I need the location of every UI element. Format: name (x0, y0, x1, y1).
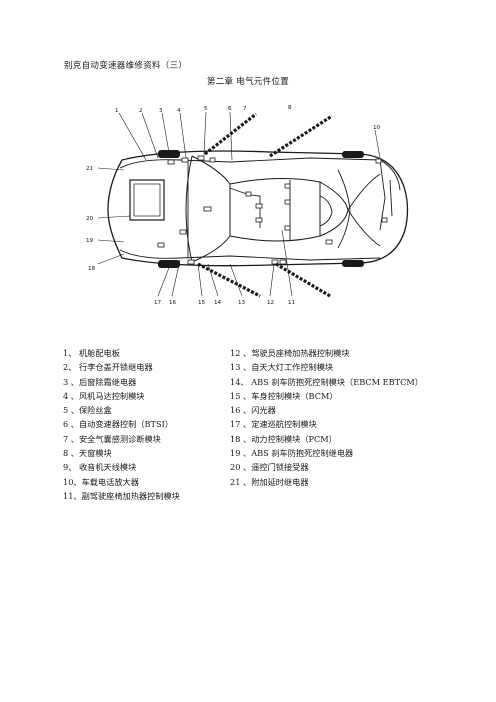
callout-2: 2 (139, 108, 143, 114)
legend-item-12: 12 、驾驶员座椅加热器控制模块 (230, 348, 350, 358)
legend-item-16: 16 、闪光器 (230, 405, 276, 416)
legend-item-11: 11、副驾驶座椅加热器控制模块 (63, 490, 180, 501)
legend-item-5: 5 、保险丝盒 (63, 405, 112, 416)
legend-item-7: 7 、安全气囊感测诊断模块 (63, 433, 161, 444)
legend-item-15: 15 、车身控制模块（BCM） (230, 390, 338, 401)
car-body-outline (107, 150, 409, 267)
legend-item-1: 1、 机舱配电板 (63, 348, 120, 358)
legend-item-20: 20 、遥控门锁接受器 (230, 462, 309, 473)
legend-item-2: 2、 行李仓盖开锁继电器 (63, 362, 153, 373)
legend-item-6: 6 、自动变速器控制（BTSI） (63, 419, 174, 430)
callout-21: 21 (86, 166, 94, 172)
callout-15: 15 (198, 300, 206, 306)
callout-18: 18 (88, 266, 96, 272)
callout-17: 17 (154, 300, 162, 306)
vehicle-component-diagram: 1 2 3 4 5 6 7 8 10 21 20 19 18 17 16 15 … (86, 105, 409, 306)
callout-12: 12 (267, 300, 274, 306)
callout-20: 20 (86, 216, 94, 222)
legend-item-10: 10、车载电话放大器 (63, 476, 139, 487)
legend-item-4: 4 、风机马达控制模块 (63, 390, 145, 401)
callout-7: 7 (243, 106, 247, 112)
callout-6: 6 (228, 106, 232, 112)
legend-item-14: 14、 ABS 刹车防抱死控制模块（EBCM EBTCM） (230, 376, 423, 387)
callout-14: 14 (214, 300, 222, 306)
callout-10: 10 (373, 125, 381, 131)
callout-8: 8 (288, 105, 292, 111)
legend-item-13: 13 、自天大灯工作控制模块 (230, 362, 334, 373)
legend-right-column: 12 、驾驶员座椅加热器控制模块 13 、自天大灯工作控制模块 14、 ABS … (230, 346, 423, 489)
engine-bay-box (129, 179, 165, 221)
legend-item-8: 8 、天窗模块 (63, 448, 112, 459)
callout-16: 16 (169, 300, 177, 306)
legend-item-19: 19 、ABS 刹车防抱死控制继电器 (230, 448, 354, 459)
legend-item-18: 18 、动力控制模块（PCM） (230, 433, 337, 444)
diagram-callouts: 1 2 3 4 5 6 7 8 10 21 20 19 18 17 16 15 … (86, 105, 381, 306)
callout-1: 1 (115, 108, 119, 114)
callout-4: 4 (177, 108, 181, 114)
callout-13: 13 (238, 300, 246, 306)
legend-left-column: 1、 机舱配电板 2、 行李仓盖开锁继电器 3 、后窗除霜继电器 4 、风机马达… (63, 346, 180, 503)
callout-19: 19 (86, 238, 94, 244)
legend-item-17: 17 、定速巡航控制模块 (230, 419, 317, 430)
callout-3: 3 (159, 108, 163, 114)
legend-item-21: 21 、附加延时继电器 (230, 476, 309, 487)
callout-11: 11 (288, 300, 296, 306)
callout-5: 5 (204, 106, 208, 112)
document-title: 别克自动变速器维修资料（三） (64, 61, 188, 71)
legend-item-3: 3 、后窗除霜继电器 (63, 376, 137, 387)
legend-item-9: 9、 收音机天线模块 (63, 462, 137, 473)
chapter-title: 第二章 电气元件位置 (206, 77, 290, 87)
